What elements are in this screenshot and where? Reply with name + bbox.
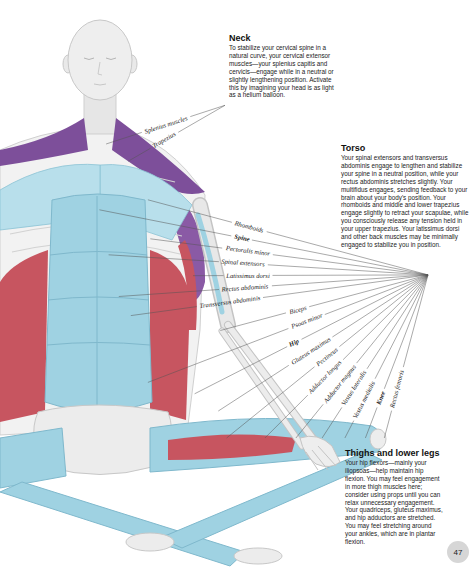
leader-line	[268, 265, 428, 275]
leader-line	[343, 275, 428, 360]
part-label: Trapezius	[151, 130, 177, 150]
text-block: TorsoYour spinal extensors and transvers…	[341, 143, 469, 249]
part-label: Hip	[288, 337, 301, 349]
leader-line	[195, 347, 288, 394]
leader-line	[263, 275, 428, 298]
leader-line	[302, 275, 429, 339]
leader-line	[227, 367, 315, 438]
part-label: Spine	[233, 233, 250, 244]
page-number: 47	[454, 548, 463, 557]
part-label: Knee	[374, 390, 386, 406]
text-block: Thighs and lower legsYour hip flexors—ma…	[345, 448, 445, 546]
section-text: To stabilize your cervical spine in a na…	[229, 44, 337, 99]
part-label: Rhomboids	[234, 219, 265, 234]
part-label: Rectus femoris	[389, 369, 407, 409]
leader-line	[322, 407, 342, 438]
leader-line	[150, 239, 222, 248]
leader-line	[272, 275, 428, 286]
section-heading: Thighs and lower legs	[345, 448, 445, 459]
part-label: Splenius muscles	[143, 114, 188, 135]
leader-line	[148, 200, 232, 223]
section-heading: Torso	[341, 143, 469, 154]
part-label: Latissimus dorsi	[226, 271, 269, 279]
leader-line	[403, 275, 428, 367]
leader-line	[218, 365, 288, 411]
leader-line	[365, 407, 377, 438]
leader-line	[345, 421, 354, 438]
part-label: Spinal extensors	[221, 258, 265, 269]
leader-line	[273, 274, 429, 276]
section-heading: Neck	[229, 33, 337, 44]
leader-line	[220, 313, 286, 331]
leader-line	[148, 329, 289, 383]
text-block: NeckTo stabilize your cervical spine in …	[229, 33, 337, 99]
leader-line	[106, 132, 142, 144]
section-text: Your spinal extensors and transversus ab…	[341, 154, 469, 249]
leader-line	[357, 275, 428, 363]
leader-line	[109, 255, 219, 262]
leader-line	[384, 275, 428, 389]
part-label: Transversus abdominis	[199, 294, 261, 310]
leader-line	[190, 105, 225, 116]
leader-line	[375, 275, 428, 379]
leader-line	[128, 148, 151, 161]
part-label: Rectus abdominis	[222, 282, 269, 293]
part-label: Biceps	[288, 304, 307, 316]
leader-line	[384, 411, 391, 438]
leader-line	[193, 275, 224, 276]
section-text: Your hip flexors—mainly your iliopsoas—h…	[345, 459, 445, 546]
part-label: Pectoralis minor	[225, 245, 270, 259]
leader-line	[119, 290, 219, 297]
page-number-badge: 47	[447, 541, 469, 563]
leader-line	[131, 307, 197, 316]
leader-line	[339, 275, 428, 347]
leader-line	[296, 404, 323, 438]
leader-line	[273, 255, 428, 275]
leader-line	[99, 210, 231, 236]
